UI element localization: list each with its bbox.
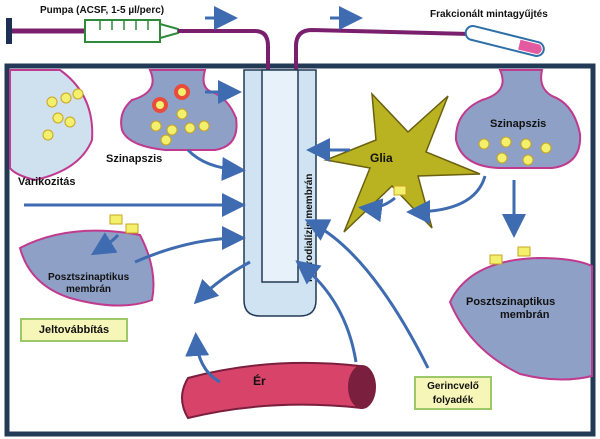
pump-label: Pumpa (ACSF, 1-5 µl/perc) xyxy=(40,5,164,16)
receptor-left-2 xyxy=(125,223,139,234)
syringe-marks xyxy=(99,20,149,30)
postsynaptic-right-label-2: membrán xyxy=(500,309,550,321)
vessel-label: Ér xyxy=(253,373,266,388)
synapse-left-vesicles xyxy=(150,108,210,146)
csf-label-box: Gerincvelő folyadék xyxy=(414,376,492,410)
synapse-right-label: Szinapszis xyxy=(490,118,546,130)
varicosity-label: Varikozitás xyxy=(18,176,75,188)
membrane-label: mikrodialízis membrán xyxy=(304,174,315,282)
receptor-right-1 xyxy=(489,254,503,265)
postsynaptic-right xyxy=(448,256,593,381)
signal-label-box: Jeltovábbítás xyxy=(20,318,128,342)
synapse-left-releasing-vesicles xyxy=(152,84,190,113)
outflow-tube xyxy=(294,27,471,250)
postsynaptic-left-label-1: Posztszinaptikus xyxy=(48,272,130,283)
fraction-label: Frakcionált mintagyűjtés xyxy=(430,9,548,20)
diffusion-arrows xyxy=(24,80,526,384)
receptor-right-2 xyxy=(517,246,531,257)
postsynaptic-left-label-2: membrán xyxy=(66,284,111,295)
pump-plunger xyxy=(6,18,12,44)
syringe-tip xyxy=(159,22,179,40)
varicosity-vesicles xyxy=(42,88,84,141)
signal-label: Jeltovábbítás xyxy=(38,324,110,336)
glia-label: Glia xyxy=(370,151,393,165)
synapse-left-label: Szinapszis xyxy=(106,153,162,165)
receptor-left-1 xyxy=(109,214,123,225)
postsynaptic-right-label-1: Posztszinaptikus xyxy=(466,296,555,308)
postsynaptic-left xyxy=(18,229,155,307)
csf-label-2: folyadék xyxy=(432,395,474,406)
csf-label-1: Gerincvelő xyxy=(427,381,479,392)
collection-vial xyxy=(464,24,545,57)
blood-vessel-end xyxy=(348,365,376,409)
inflow-tube xyxy=(178,29,270,250)
blood-vessel xyxy=(181,361,364,420)
synapse-right-vesicles xyxy=(478,136,552,166)
glia-receptor xyxy=(393,185,407,196)
probe-inner-tube xyxy=(261,69,299,283)
